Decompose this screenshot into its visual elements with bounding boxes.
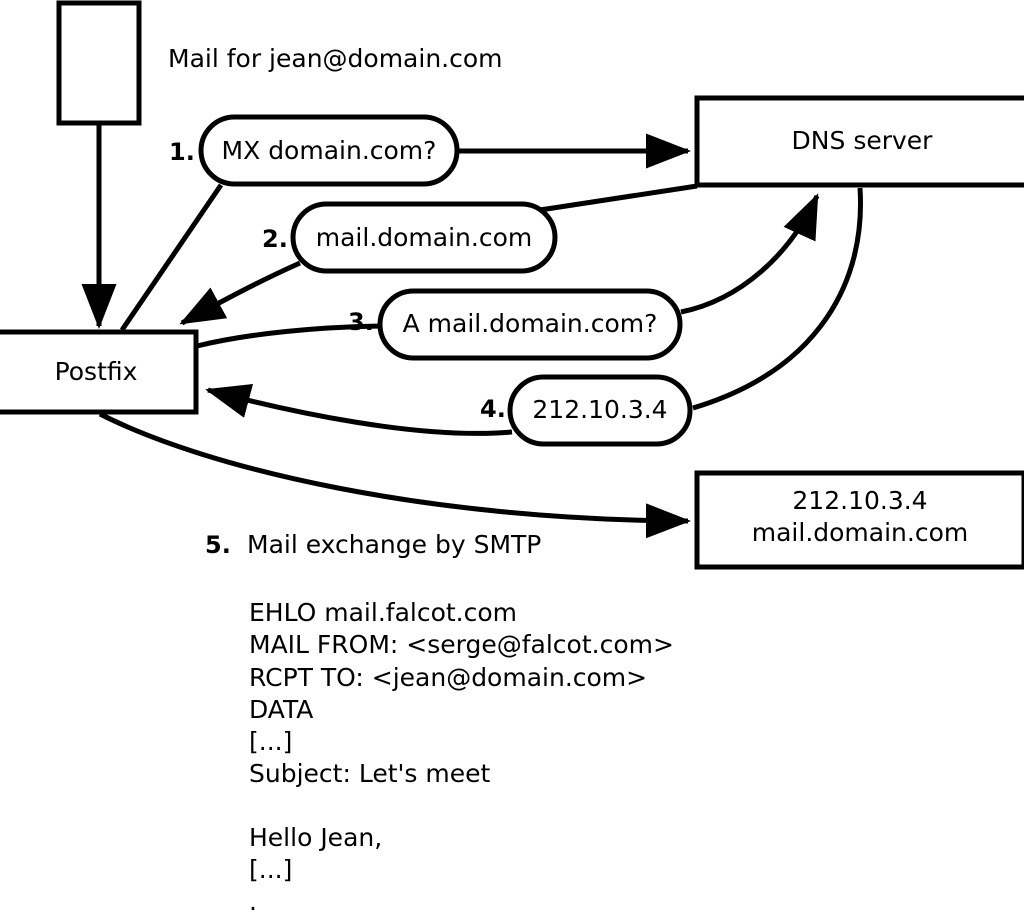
node-mail-server-box	[694, 470, 1024, 570]
pill-step3	[377, 288, 683, 361]
edge-postfix-to-mailserver	[98, 411, 691, 539]
transcript-line-1: MAIL FROM: <serge@falcot.com>	[249, 630, 674, 659]
node-dns-server-box	[694, 95, 1024, 188]
edge-step3-to-dns	[680, 193, 820, 315]
transcript-line-4: [...]	[249, 727, 292, 756]
pill-step1-label: MX domain.com?	[222, 136, 437, 165]
page-title: Mail for jean@domain.com	[168, 44, 503, 73]
pill-step4-label: 212.10.3.4	[532, 395, 667, 424]
step5-label: Mail exchange by SMTP	[247, 530, 541, 559]
step-number-5: 5.	[205, 531, 231, 559]
pill-step1	[198, 114, 460, 187]
transcript-line-0: EHLO mail.falcot.com	[249, 598, 517, 627]
node-mail-server-label-ip: 212.10.3.4	[792, 486, 927, 515]
step-number-2: 2.	[262, 225, 288, 253]
node-postfix-box	[0, 329, 199, 415]
node-postfix-label: Postfix	[55, 357, 138, 386]
step-number-1: 1.	[169, 138, 195, 166]
transcript-line-2: RCPT TO: <jean@domain.com>	[249, 663, 647, 692]
step-number-4: 4.	[480, 395, 506, 423]
edge-postfix-to-step1	[119, 183, 224, 332]
node-sender-box	[56, 0, 142, 126]
transcript-line-5: Subject: Let's meet	[249, 759, 490, 788]
transcript-line-7: Hello Jean,	[249, 823, 382, 852]
edge-dns-to-step4	[692, 187, 864, 411]
transcript-line-9: .	[249, 887, 257, 916]
edge-postfix-to-step3	[196, 323, 382, 349]
node-mail-server-label-host: mail.domain.com	[752, 518, 968, 547]
transcript-line-3: DATA	[249, 695, 313, 724]
pill-step2-label: mail.domain.com	[316, 223, 532, 252]
pill-step2	[290, 201, 558, 274]
node-dns-server-label: DNS server	[792, 126, 934, 155]
edge-step4-to-postfix	[205, 383, 513, 436]
pill-step3-label: A mail.domain.com?	[403, 309, 658, 338]
step-number-3: 3.	[348, 308, 374, 336]
edge-step2-to-postfix	[179, 260, 302, 326]
edge-dns-to-step2	[539, 183, 698, 213]
pill-step4	[507, 374, 693, 447]
transcript-line-8: [...]	[249, 855, 292, 884]
